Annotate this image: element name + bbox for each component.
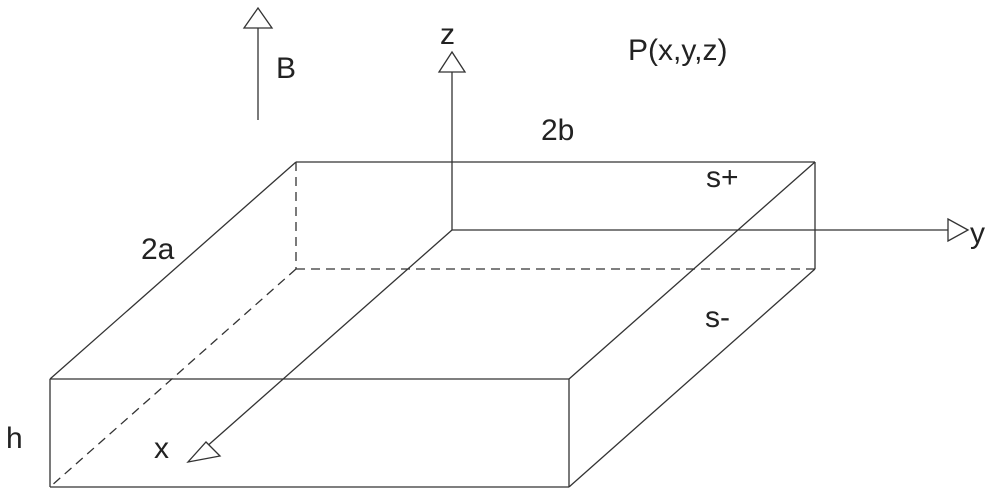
x-axis-line [204,229,453,449]
y-axis-arrowhead [947,217,970,243]
width-2b-label: 2b [541,114,574,147]
top-surface-label: s+ [706,161,739,194]
hidden-left-bottom-edge [49,268,297,488]
z-axis-label: z [440,18,455,51]
y-axis-label: y [970,217,985,250]
top-left-edge [49,161,297,380]
z-axis-arrowhead [437,50,467,73]
x-axis-arrowhead [186,441,222,463]
point-p-label: P(x,y,z) [628,34,727,67]
top-right-edge [568,161,816,380]
height-h-label: h [6,422,23,455]
right-bottom-edge [568,268,816,488]
field-b-label: B [276,52,296,85]
length-2a-label: 2a [141,233,175,266]
bottom-surface-label: s- [705,301,730,334]
x-axis-label: x [154,432,169,465]
field-b-arrowhead [242,6,274,29]
